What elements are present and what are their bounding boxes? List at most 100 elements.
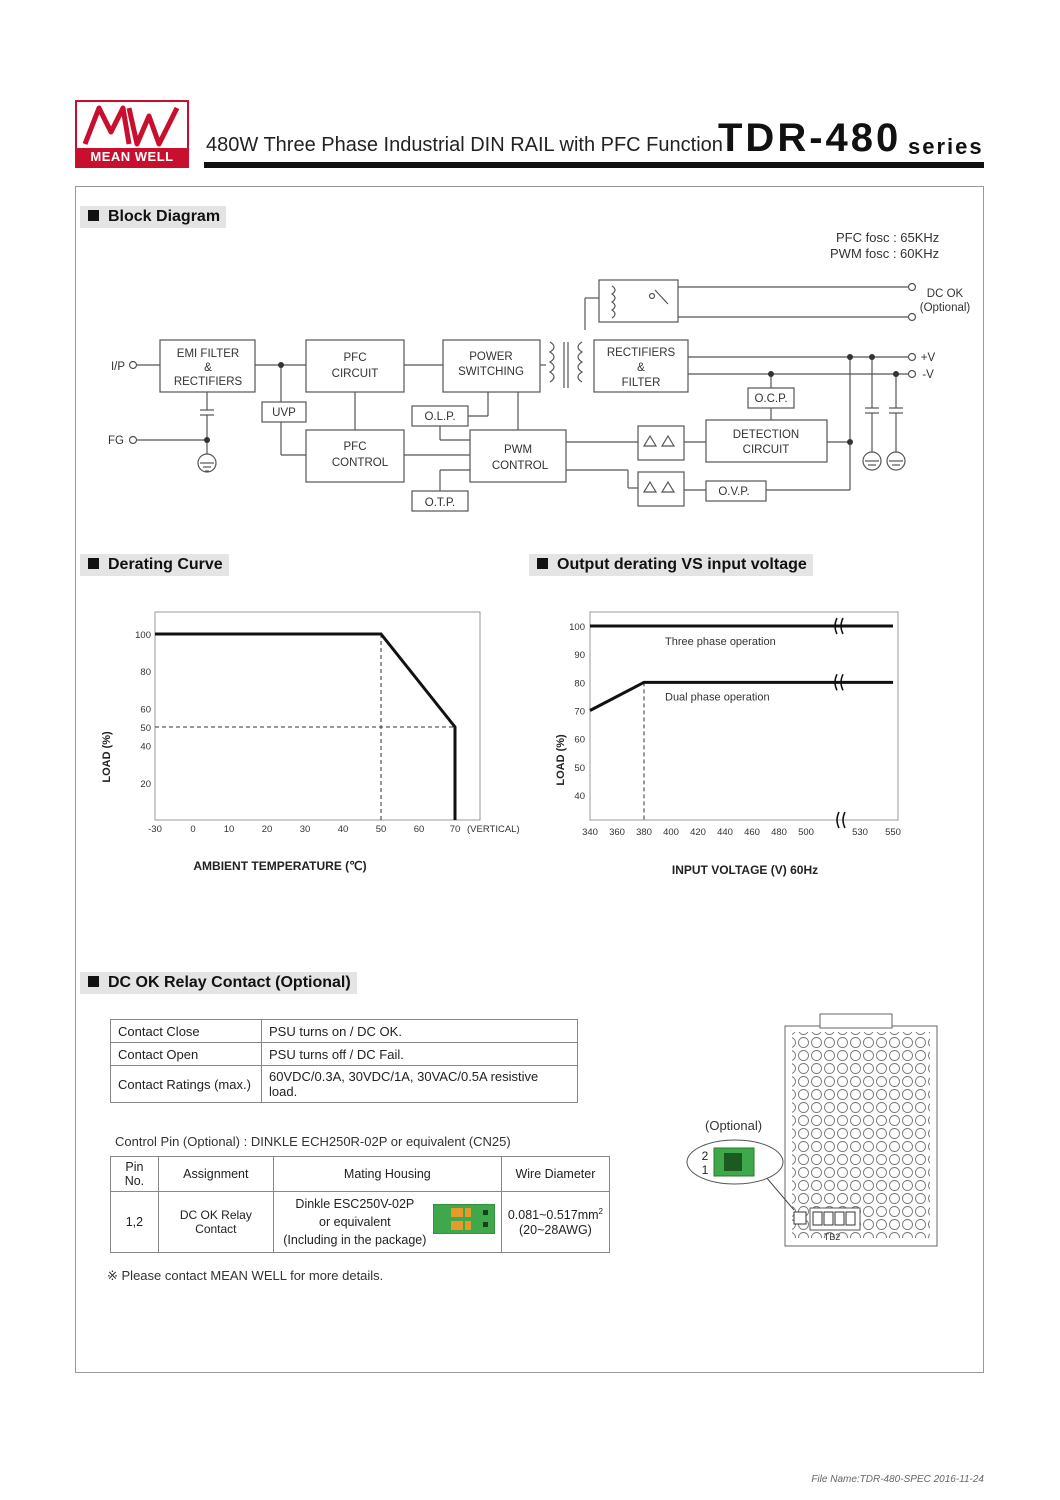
power-switching-box — [442, 339, 541, 393]
power-switching-label-1: POWER — [469, 351, 512, 363]
detection-label-1: DETECTION — [733, 429, 799, 441]
pin-table: Pin No. Assignment Mating Housing Wire D… — [110, 1156, 611, 1253]
y-tick-label: 80 — [574, 678, 585, 689]
olp-label: O.L.P. — [424, 411, 455, 423]
pin-header: Wire Diameter — [500, 1156, 611, 1192]
footer-filename: File Name:TDR-480-SPEC 2016-11-24 — [811, 1474, 984, 1485]
vplus-label: +V — [921, 352, 936, 364]
emi-label-1: EMI FILTER — [177, 348, 239, 360]
x-tick-label: 460 — [744, 827, 760, 838]
housing-line-3: (Including in the package) — [283, 1233, 427, 1247]
meanwell-logo: MEAN WELL — [75, 100, 189, 168]
relay-value: 60VDC/0.3A, 30VDC/1A, 30VAC/0.5A resisti… — [261, 1065, 578, 1103]
dcok-relay-title: DC OK Relay Contact (Optional) — [80, 972, 357, 994]
pfc-control-label-1: PFC — [344, 441, 367, 453]
rectifiers-label-1: RECTIFIERS — [607, 347, 676, 359]
bullet-square-icon — [537, 558, 548, 569]
derating-curve-title: Derating Curve — [80, 554, 229, 576]
x-tick-label: 60 — [414, 824, 425, 835]
vminus-label: -V — [922, 369, 934, 381]
relay-key: Contact Close — [110, 1019, 262, 1043]
uvp-box — [261, 401, 307, 423]
power-switching-label-2: SWITCHING — [458, 366, 524, 378]
x-tick-label: 440 — [717, 827, 733, 838]
connector-icon — [432, 1204, 495, 1234]
x-tick-suffix: (VERTICAL) — [467, 824, 520, 835]
y-tick-label: 100 — [569, 622, 585, 633]
rectifiers-label-2: & — [637, 362, 645, 374]
pfc-circuit-label-2: CIRCUIT — [332, 368, 379, 380]
ovp-box — [705, 480, 767, 502]
y-tick-label: 100 — [135, 630, 151, 641]
y-axis-label: LOAD (%) — [555, 734, 567, 786]
emi-label-3: RECTIFIERS — [174, 376, 243, 388]
table-row: Pin No. Assignment Mating Housing Wire D… — [110, 1156, 611, 1192]
pin-number: 1,2 — [110, 1191, 159, 1253]
pfc-control-label-2: CONTROL — [332, 457, 389, 469]
opto-coupler-2 — [637, 471, 685, 507]
series-line-1 — [589, 680, 893, 712]
opto-coupler-1 — [637, 425, 685, 461]
plot-area — [589, 611, 899, 821]
y-tick-label: 50 — [574, 763, 585, 774]
series-label-1: Dual phase operation — [665, 691, 770, 703]
x-tick-label: 340 — [582, 827, 598, 838]
detection-label-2: CIRCUIT — [743, 444, 790, 456]
x-tick-label: 30 — [300, 824, 311, 835]
block-diagram-title-text: Block Diagram — [108, 208, 221, 225]
x-tick-label: 40 — [338, 824, 349, 835]
block-diagram-title: Block Diagram — [80, 206, 227, 228]
relay-value: PSU turns off / DC Fail. — [261, 1042, 578, 1066]
x-tick-label: -30 — [148, 824, 162, 835]
x-axis-label: INPUT VOLTAGE (V) 60Hz — [672, 863, 818, 877]
optional-label: (Optional) — [705, 1118, 763, 1133]
control-pin-note: Control Pin (Optional) : DINKLE ECH250R-… — [115, 1134, 511, 1149]
relay-key: Contact Open — [110, 1042, 262, 1066]
table-row: Contact Close PSU turns on / DC OK. — [110, 1019, 578, 1043]
logo-text: MEAN WELL — [77, 148, 187, 166]
wire-awg: (20~28AWG) — [519, 1222, 592, 1237]
bullet-square-icon — [88, 210, 99, 221]
table-row: Contact Open PSU turns off / DC Fail. — [110, 1042, 578, 1066]
ocp-label: O.C.P. — [754, 393, 787, 405]
x-tick-label: 530 — [852, 827, 868, 838]
plot-area — [154, 611, 481, 821]
block-diagram: I/P FG EMI FILTER & RECTIFIERS PFC CIRCU… — [108, 279, 971, 512]
axis-break-mark — [834, 617, 844, 635]
pwm-fosc: PWM fosc : 60KHz — [830, 246, 940, 261]
x-tick-label: 70 — [450, 824, 461, 835]
bullet-square-icon — [88, 976, 99, 987]
pin-label-2: 2 — [702, 1149, 709, 1163]
dcok-label-2: (Optional) — [920, 302, 971, 314]
output-derating-title: Output derating VS input voltage — [529, 554, 813, 576]
wire-diameter-value: 0.081~0.517mm — [507, 1208, 599, 1223]
wire-diameter-sup: 2 — [598, 1207, 603, 1217]
psu-unit-drawing: TB2 2 1 — [686, 1013, 938, 1247]
y-tick-label: 40 — [574, 791, 585, 802]
x-tick-label: 50 — [376, 824, 387, 835]
rectifiers-label-3: FILTER — [622, 377, 661, 389]
pwm-control-box — [469, 429, 567, 483]
x-axis-label: AMBIENT TEMPERATURE (℃) — [193, 859, 366, 873]
product-subtitle: 480W Three Phase Industrial DIN RAIL wit… — [206, 134, 723, 156]
relay-contact-table: Contact Close PSU turns on / DC OK. Cont… — [110, 1019, 578, 1103]
ip-label: I/P — [111, 361, 125, 373]
table-row: Contact Ratings (max.) 60VDC/0.3A, 30VDC… — [110, 1065, 578, 1103]
housing-line-2: or equivalent — [319, 1215, 391, 1229]
model-name: TDR-480 — [718, 116, 902, 160]
pwm-control-label-2: CONTROL — [492, 460, 549, 472]
content-frame — [75, 186, 984, 1373]
contact-note: ※ Please contact MEAN WELL for more deta… — [107, 1268, 384, 1283]
relay-box — [598, 279, 679, 323]
axis-break-mark — [834, 673, 844, 691]
y-tick-label: 80 — [140, 667, 151, 678]
x-tick-label: 380 — [636, 827, 652, 838]
y-axis-label: LOAD (%) — [101, 731, 113, 783]
series-line-0 — [155, 632, 457, 820]
y-tick-label: 60 — [140, 704, 151, 715]
x-tick-label: 360 — [609, 827, 625, 838]
pin-label-1: 1 — [702, 1163, 709, 1177]
detection-box — [705, 419, 828, 463]
